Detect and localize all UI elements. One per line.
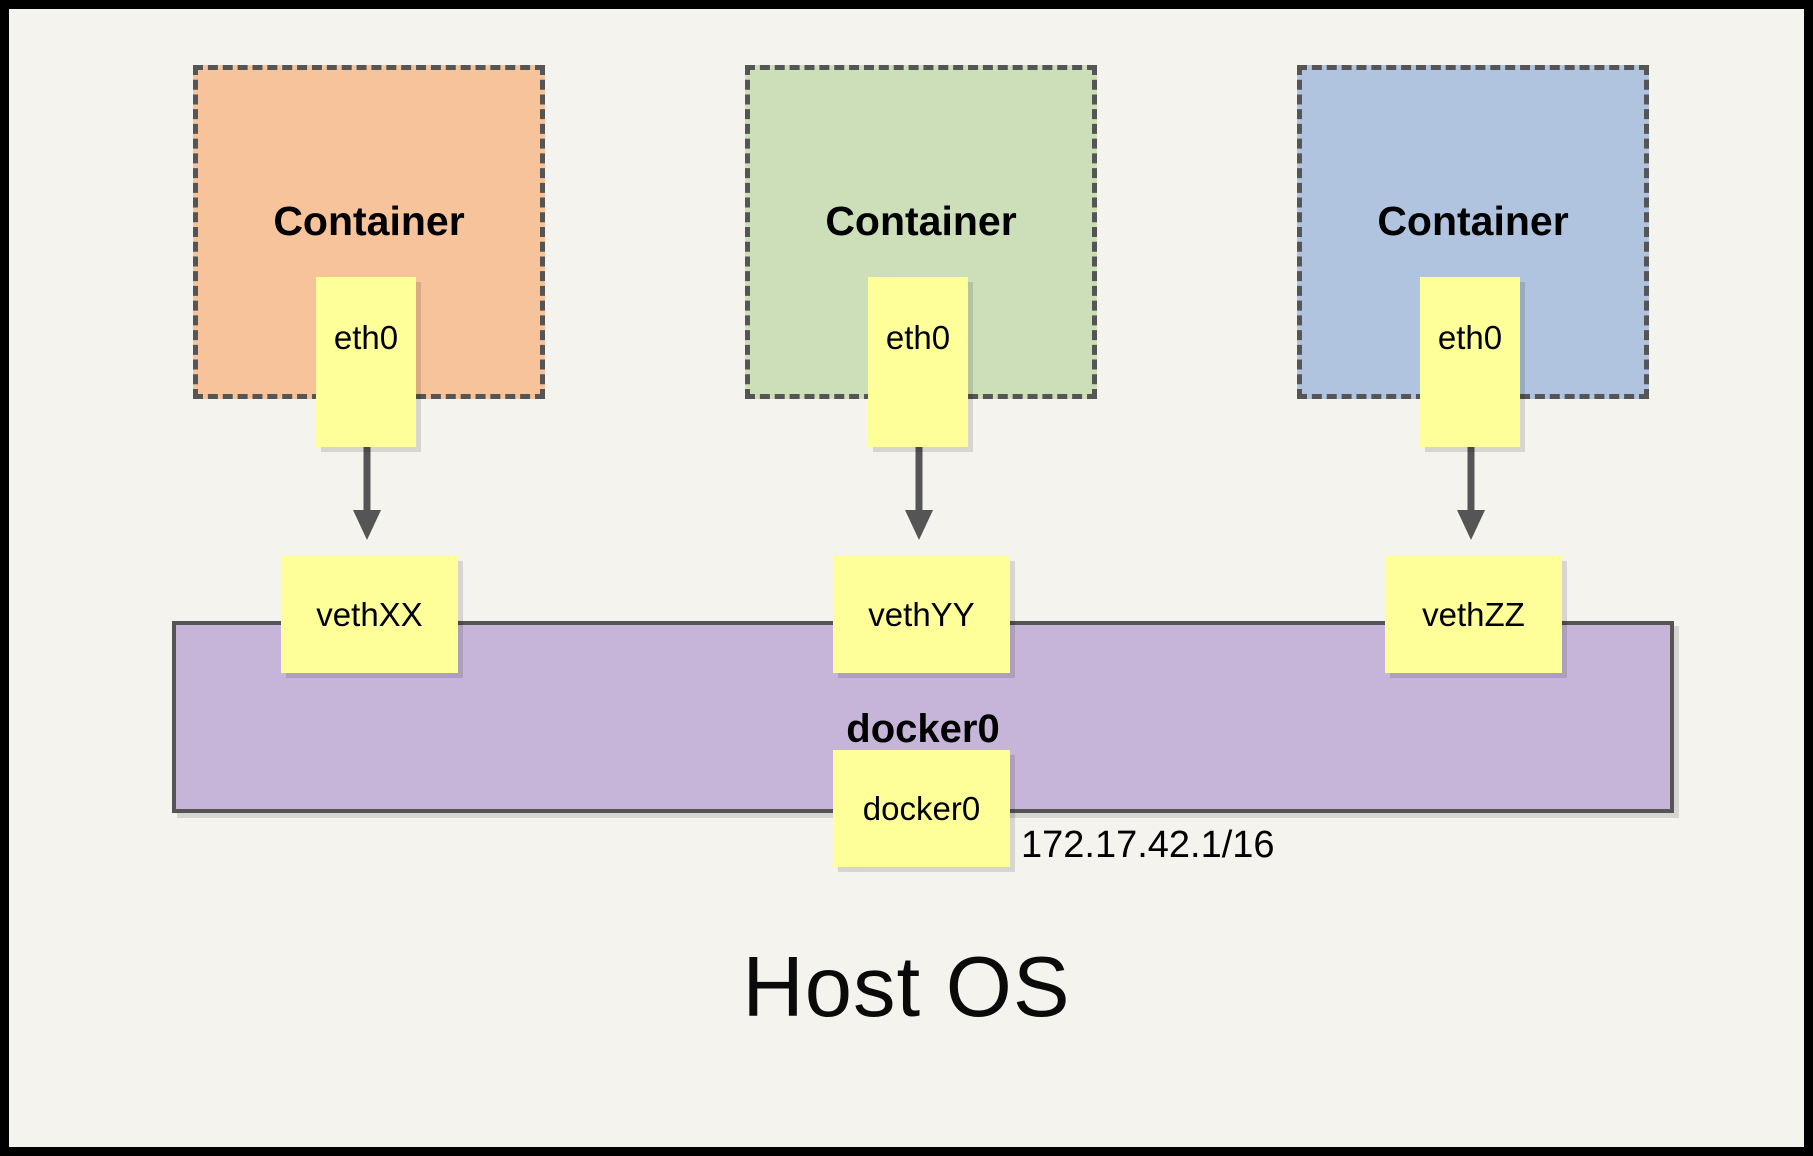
veth-note-2: vethYY [833,556,1010,673]
veth-label-1: vethXX [316,595,423,633]
eth0-note-1: eth0 [316,277,416,447]
docker0-interface-note: docker0 [833,750,1010,867]
veth-note-3: vethZZ [1385,556,1562,673]
eth0-label-3: eth0 [1437,319,1503,356]
eth0-note-3: eth0 [1420,277,1520,447]
veth-note-1: vethXX [281,556,458,673]
docker0-ip-label: 172.17.42.1/16 [1021,824,1275,866]
eth0-label-2: eth0 [885,319,951,356]
veth-label-3: vethZZ [1422,595,1525,633]
docker0-interface-label: docker0 [862,789,981,827]
container-title-3: Container [1377,198,1569,244]
eth0-note-2: eth0 [868,277,968,447]
container-title-2: Container [825,198,1017,244]
eth0-label-1: eth0 [333,319,399,356]
veth-label-2: vethYY [868,595,975,633]
docker0-bridge-label: docker0 [846,707,1000,751]
container-title-1: Container [273,198,465,244]
host-os-label: Host OS [742,940,1071,1035]
